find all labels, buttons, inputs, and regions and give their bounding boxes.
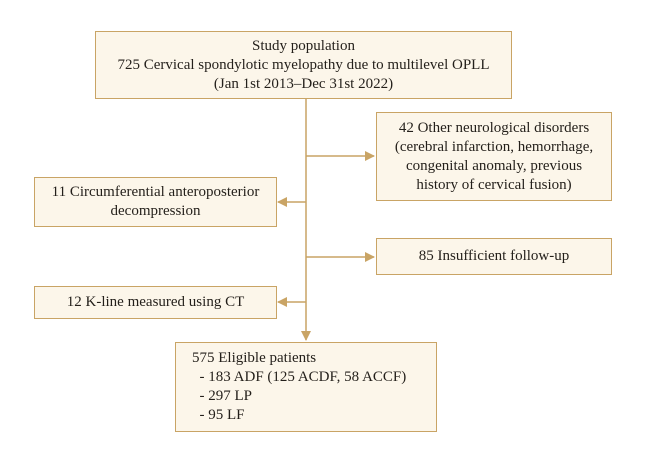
eligible-lf: - 95 LF (192, 407, 245, 423)
other-neuro-line-1: 42 Other neurological disorders (398, 119, 590, 136)
insufficient-followup-label: 85 Insufficient follow-up (418, 248, 570, 264)
eligible-lp: - 297 LP (192, 388, 253, 404)
circumferential-box: 11 Circumferential anteroposterior decom… (34, 177, 277, 227)
circumferential-line-2: decompression (110, 203, 201, 219)
other-neuro-line-3: congenital anomaly, previous (405, 157, 583, 174)
eligible-adf: - 183 ADF (125 ACDF, 58 ACCF) (192, 369, 407, 385)
eligible-patients-box: 575 Eligible patients - 183 ADF (125 ACD… (175, 342, 437, 432)
eligible-title: 575 Eligible patients (192, 350, 317, 366)
study-population-count: 725 Cervical spondylotic myelopathy due … (117, 56, 490, 73)
study-population-title: Study population (252, 37, 355, 54)
other-neuro-line-4: history of cervical fusion) (416, 176, 572, 193)
study-population-box: Study population 725 Cervical spondyloti… (95, 31, 512, 99)
insufficient-followup-box: 85 Insufficient follow-up (376, 238, 612, 275)
other-neuro-line-2: (cerebral infarction, hemorrhage, (394, 138, 594, 155)
kline-ct-box: 12 K-line measured using CT (34, 286, 277, 319)
study-population-dates: (Jan 1st 2013–Dec 31st 2022) (213, 75, 394, 92)
circumferential-line-1: 11 Circumferential anteroposterior (51, 184, 260, 200)
other-neuro-box: 42 Other neurological disorders (cerebra… (376, 112, 612, 201)
kline-ct-label: 12 K-line measured using CT (66, 294, 245, 310)
